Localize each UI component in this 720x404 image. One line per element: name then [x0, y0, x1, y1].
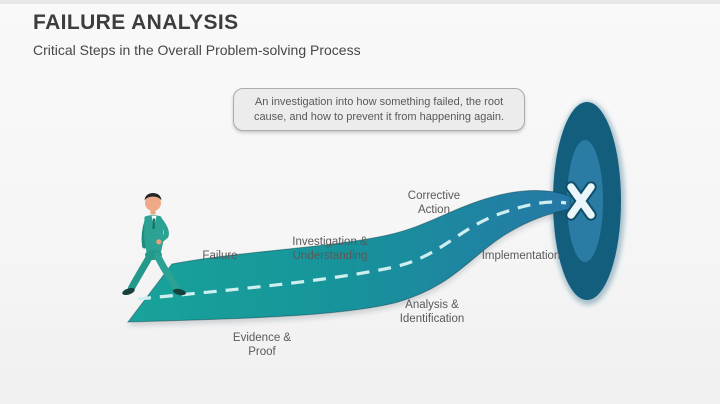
person-neck — [150, 208, 156, 215]
person-hair — [144, 193, 162, 201]
person-back-leg — [128, 252, 154, 292]
page-title: FAILURE ANALYSIS — [33, 11, 239, 34]
top-strip — [0, 0, 720, 4]
x-marker-cross — [567, 183, 595, 219]
person-hand — [156, 239, 162, 245]
person-tie — [152, 218, 155, 230]
person-front-leg — [154, 252, 180, 292]
step-label-failure: Failure — [202, 250, 238, 262]
road-dashed-line — [137, 200, 567, 301]
step-label-corrective-action: Corrective Action — [407, 190, 461, 216]
page-subtitle: Critical Steps in the Overall Problem-so… — [33, 42, 361, 58]
x-marker-icon — [565, 181, 597, 221]
step-label-investigation-understanding: Investigation & Understanding — [292, 236, 368, 262]
person-front-arm — [157, 217, 169, 244]
person-back-shoe — [122, 288, 135, 295]
step-label-analysis-identification: Analysis & Identification — [399, 299, 465, 325]
walking-person-icon — [122, 193, 186, 296]
person-torso — [144, 215, 164, 257]
step-label-evidence-proof: Evidence & Proof — [232, 332, 292, 358]
person-front-shoe — [173, 288, 186, 296]
callout-text: An investigation into how something fail… — [253, 95, 505, 123]
person-head — [145, 195, 161, 211]
definition-callout: An investigation into how something fail… — [233, 88, 525, 131]
step-label-implementation: Implementation — [481, 250, 561, 262]
